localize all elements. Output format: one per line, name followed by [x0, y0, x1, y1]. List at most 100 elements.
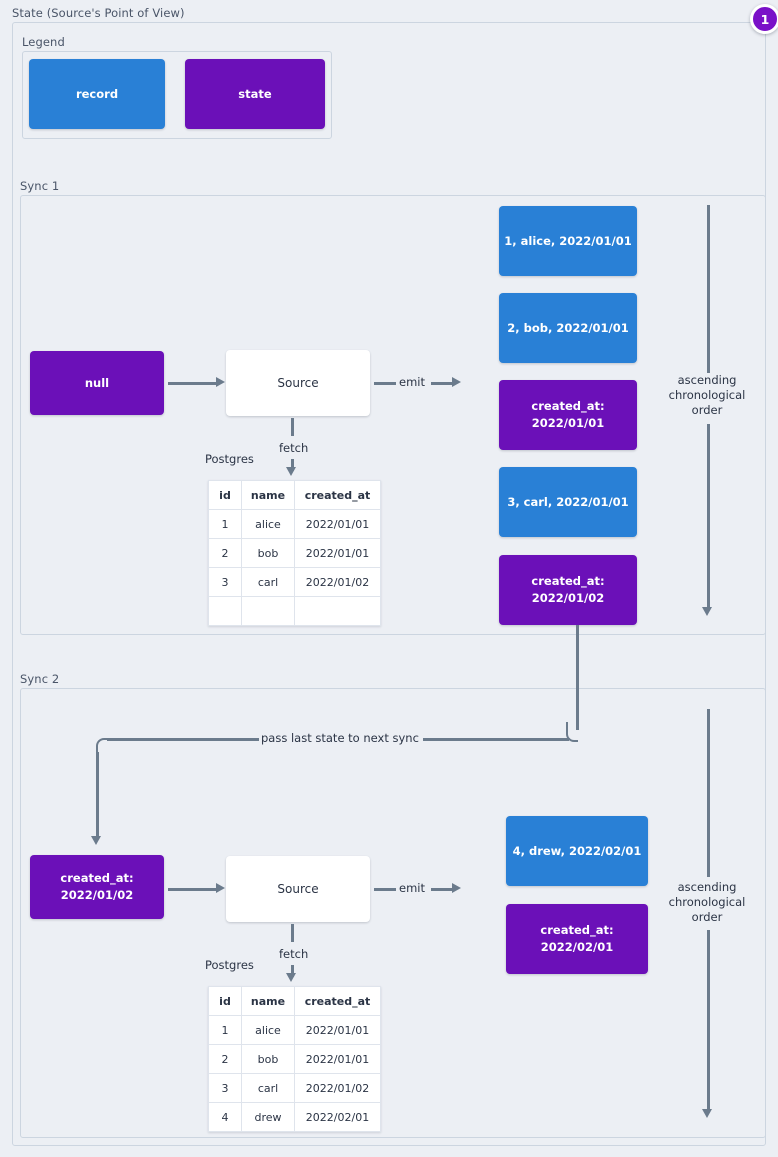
- table-row: 4 drew 2022/02/01: [208, 1102, 381, 1132]
- cell-id: 1: [208, 509, 242, 539]
- table-row: 1 alice 2022/01/01: [208, 1015, 381, 1045]
- cell-id: 3: [208, 1073, 242, 1103]
- sync2-emitted-state-1-line1: created_at:: [540, 923, 614, 937]
- legend-swatch-state-label: state: [238, 86, 272, 101]
- sync2-input-state: created_at: 2022/01/02: [30, 855, 164, 919]
- sync2-db-table: id name created_at 1 alice 2022/01/01 2 …: [208, 986, 381, 1132]
- sync1-emitted-record-2: 2, bob, 2022/01/01: [499, 293, 637, 363]
- sync2-input-state-line1: created_at:: [60, 871, 134, 885]
- pass-state-line-vertical-left: [96, 752, 99, 839]
- sync1-frame: [20, 195, 766, 635]
- sync2-fetch-arrow: [286, 973, 296, 982]
- sync2-order-arrow: [702, 1109, 712, 1118]
- sync1-order-line-bottom: [707, 424, 710, 610]
- pass-state-line-right-segment: [423, 738, 569, 741]
- sync1-fetch-label: fetch: [276, 441, 312, 455]
- cell-name: [241, 596, 295, 626]
- cell-created-at: [294, 596, 381, 626]
- sync1-emit-line-left: [374, 382, 396, 385]
- table-header-row: id name created_at: [208, 986, 381, 1016]
- cell-name: bob: [241, 1044, 295, 1074]
- sync1-order-line1: ascending: [677, 373, 737, 387]
- cell-name: drew: [241, 1102, 295, 1132]
- sync1-emitted-state-2: created_at: 2022/01/02: [499, 555, 637, 625]
- sync2-emit-label: emit: [396, 881, 428, 895]
- cell-created-at: 2022/02/01: [294, 1102, 381, 1132]
- sync1-db-label: Postgres: [205, 452, 254, 466]
- table-row-empty: [208, 596, 381, 626]
- sync1-order-label: ascending chronological order: [650, 373, 764, 418]
- sync1-fetch-arrow: [286, 467, 296, 476]
- sync1-input-state: null: [30, 351, 164, 415]
- cell-id: 4: [208, 1102, 242, 1132]
- cell-created-at: 2022/01/02: [294, 567, 381, 597]
- table-row: 2 bob 2022/01/01: [208, 538, 381, 568]
- sync1-emitted-state-2-line1: created_at:: [531, 574, 605, 588]
- sync1-emitted-record-3-label: 3, carl, 2022/01/01: [507, 494, 629, 509]
- sync2-emitted-record-1-label: 4, drew, 2022/02/01: [512, 843, 642, 858]
- cell-created-at: 2022/01/02: [294, 1073, 381, 1103]
- sync1-emitted-state-1: created_at: 2022/01/01: [499, 380, 637, 450]
- cell-name: alice: [241, 509, 295, 539]
- sync2-emitted-state-1-line2: 2022/02/01: [540, 940, 614, 954]
- sync1-input-state-label: null: [84, 375, 110, 390]
- cell-created-at: 2022/01/01: [294, 509, 381, 539]
- sync2-col-name: name: [241, 986, 295, 1016]
- sync1-col-name: name: [241, 480, 295, 510]
- sync1-order-line3: order: [691, 403, 723, 417]
- sync1-db-table: id name created_at 1 alice 2022/01/01 2 …: [208, 480, 381, 626]
- sync1-state-to-source-line: [168, 382, 216, 385]
- cell-created-at: 2022/01/01: [294, 538, 381, 568]
- sync2-source-label: Source: [277, 881, 319, 896]
- sync2-source: Source: [226, 856, 370, 922]
- cell-id: 2: [208, 538, 242, 568]
- sync1-emitted-record-1: 1, alice, 2022/01/01: [499, 206, 637, 276]
- page-title: State (Source's Point of View): [12, 6, 185, 20]
- sync2-db-label: Postgres: [205, 958, 254, 972]
- sync1-emitted-record-3: 3, carl, 2022/01/01: [499, 467, 637, 537]
- pass-state-line-vertical-right: [576, 625, 579, 730]
- sync2-order-line-top: [707, 709, 710, 877]
- sync2-order-line2: chronological: [668, 895, 746, 909]
- sync1-emitted-state-1-line1: created_at:: [531, 399, 605, 413]
- cell-id: [208, 596, 242, 626]
- sync1-order-line-top: [707, 205, 710, 373]
- sync2-emit-line-right: [431, 888, 452, 891]
- cell-created-at: 2022/01/01: [294, 1044, 381, 1074]
- cell-created-at: 2022/01/01: [294, 1015, 381, 1045]
- legend-swatch-record: record: [29, 59, 165, 129]
- cell-name: carl: [241, 567, 295, 597]
- sync1-emit-label: emit: [396, 375, 428, 389]
- legend-swatch-state: state: [185, 59, 325, 129]
- sync1-emit-arrow: [452, 377, 461, 387]
- sync1-state-to-source-arrow: [216, 377, 225, 387]
- sync1-emitted-record-1-label: 1, alice, 2022/01/01: [504, 233, 632, 248]
- sync2-fetch-label: fetch: [276, 947, 312, 961]
- sync2-label: Sync 2: [20, 672, 60, 686]
- pass-state-arrow: [91, 836, 101, 845]
- pass-state-label: pass last state to next sync: [258, 731, 422, 745]
- sync1-emitted-record-2-label: 2, bob, 2022/01/01: [507, 320, 629, 335]
- cell-id: 3: [208, 567, 242, 597]
- sync2-col-id: id: [208, 986, 242, 1016]
- sync1-col-id: id: [208, 480, 242, 510]
- sync1-order-arrow: [702, 607, 712, 616]
- sync2-state-to-source-line: [168, 888, 216, 891]
- sync1-emitted-state-2-line2: 2022/01/02: [531, 591, 605, 605]
- sync1-emit-line-right: [431, 382, 452, 385]
- cell-id: 2: [208, 1044, 242, 1074]
- sync1-emitted-state-1-line2: 2022/01/01: [531, 416, 605, 430]
- sync1-label: Sync 1: [20, 179, 60, 193]
- table-header-row: id name created_at: [208, 480, 381, 510]
- pass-state-corner-left: [96, 738, 108, 758]
- sync2-input-state-line2: 2022/01/02: [60, 888, 134, 902]
- legend-label: Legend: [22, 35, 65, 49]
- table-row: 3 carl 2022/01/02: [208, 567, 381, 597]
- sync2-emitted-state-1: created_at: 2022/02/01: [506, 904, 648, 974]
- sync2-fetch-line-top: [291, 924, 294, 942]
- sync2-order-label: ascending chronological order: [650, 880, 764, 925]
- sync2-order-line3: order: [691, 910, 723, 924]
- cell-name: carl: [241, 1073, 295, 1103]
- sync2-fetch-line-bottom: [291, 965, 294, 977]
- sync2-emit-line-left: [374, 888, 396, 891]
